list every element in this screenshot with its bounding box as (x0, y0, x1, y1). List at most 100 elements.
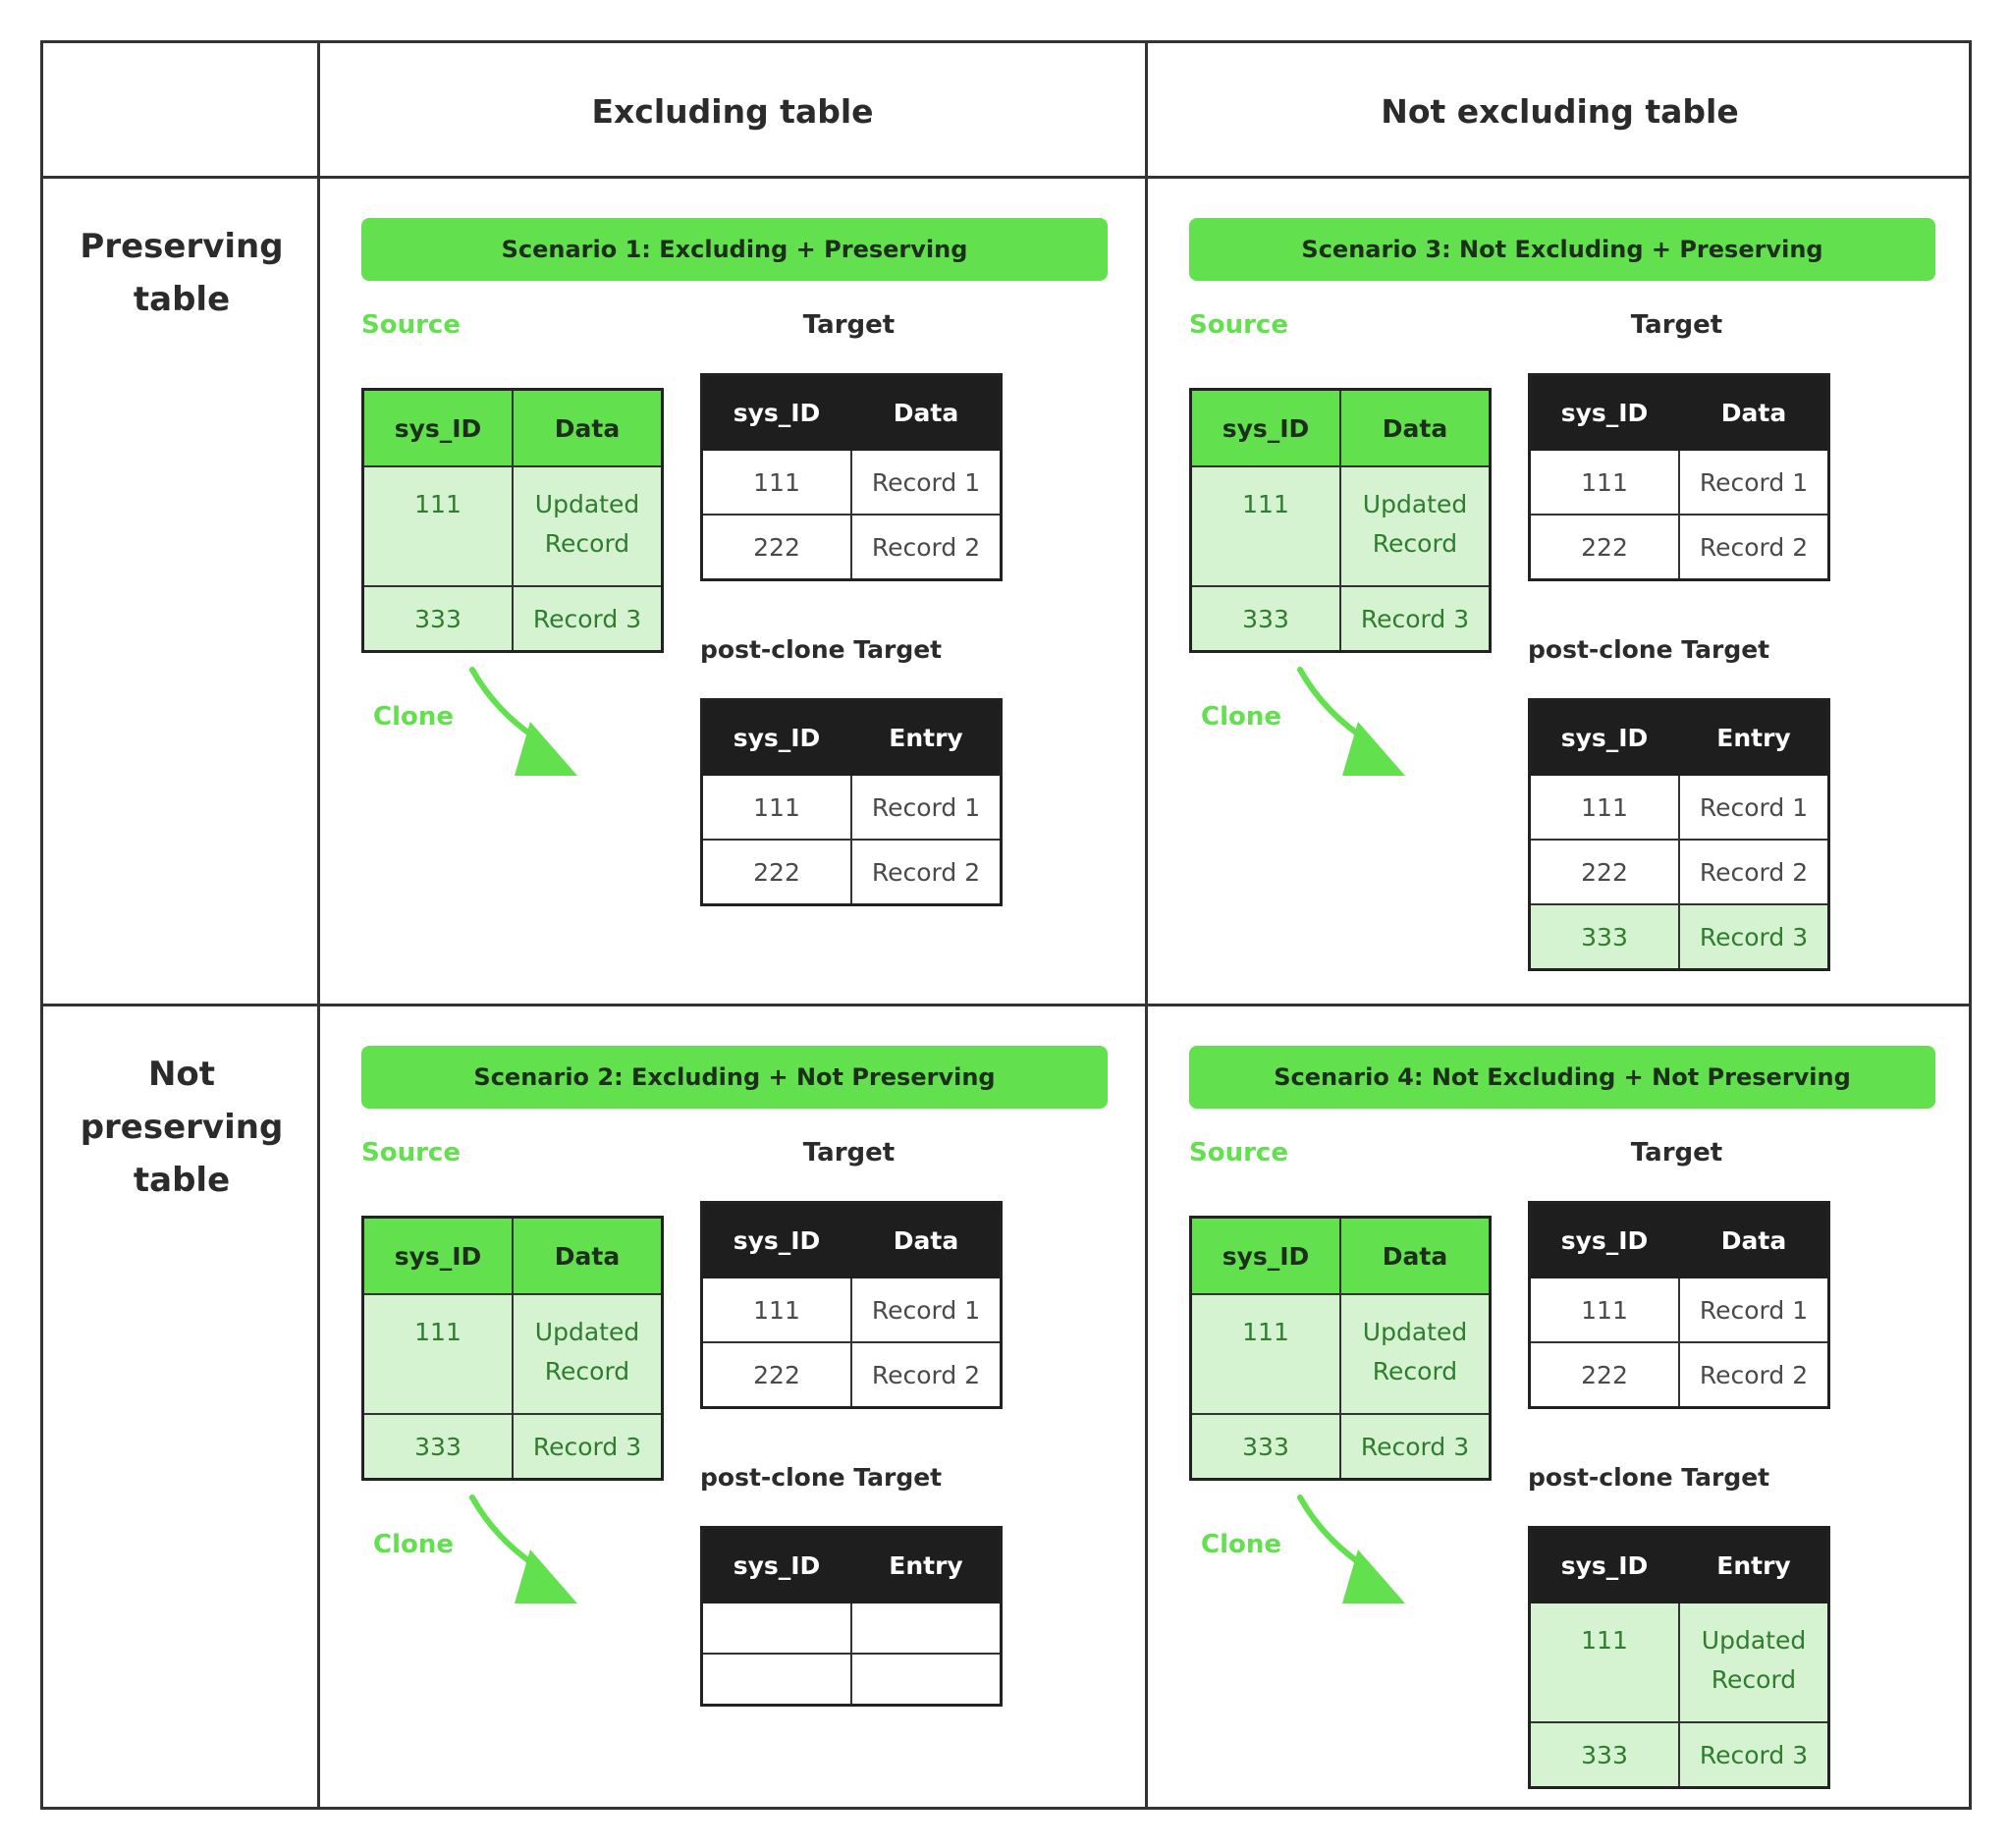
row-header-line: Preserving (80, 227, 284, 266)
table-cell: Record 2 (850, 514, 1003, 581)
table-header-row: sys_ID Entry (1528, 698, 1830, 776)
column-header: Entry (1678, 1526, 1830, 1603)
table-row: 111 Record 1 (1528, 1277, 1830, 1343)
table-cell: Record 1 (1678, 774, 1830, 841)
table-header-row: sys_ID Data (700, 1201, 1003, 1278)
column-header: sys_ID (361, 1216, 514, 1295)
table-header-row: sys_ID Data (361, 1216, 664, 1295)
table-row: 111 Record 1 (700, 449, 1003, 516)
table-header-row: sys_ID Data (1528, 373, 1830, 451)
column-header: Data (1339, 1216, 1492, 1295)
scenario-title: Scenario 3: Not Excluding + Preserving (1189, 218, 1935, 281)
target-label: Target (802, 1138, 896, 1168)
table-cell: Record 1 (850, 449, 1003, 516)
table-header-row: sys_ID Entry (700, 1526, 1003, 1603)
column-header: Data (1678, 1201, 1830, 1278)
target-table: sys_ID Data 111 Record 1 222 Record 2 (1528, 373, 1830, 581)
table-cell: 111 (1528, 1602, 1680, 1723)
column-header: sys_ID (1189, 388, 1341, 467)
table-header-row: sys_ID Data (1189, 388, 1492, 467)
table-cell: 333 (1528, 1721, 1680, 1789)
post-clone-target-label: post-clone Target (1528, 635, 1770, 664)
column-header: sys_ID (361, 388, 514, 467)
table-cell: 111 (1189, 1293, 1341, 1415)
table-row: 111 Updated Record (1189, 1293, 1492, 1415)
table-cell: Record 3 (1678, 903, 1830, 971)
source-label: Source (361, 1138, 461, 1168)
column-header: sys_ID (1528, 698, 1680, 776)
grid-divider (1145, 43, 1148, 1807)
table-cell: 333 (361, 585, 514, 653)
table-row: 222 Record 2 (700, 514, 1003, 581)
table-cell: 111 (700, 449, 852, 516)
table-row: 333 Record 3 (1189, 585, 1492, 653)
table-cell: 333 (1528, 903, 1680, 971)
clone-arrow-icon (1297, 1495, 1405, 1603)
table-header-row: sys_ID Entry (1528, 1526, 1830, 1603)
column-header: Data (512, 388, 664, 467)
table-cell: 111 (1528, 449, 1680, 516)
table-cell: Updated Record (512, 1293, 664, 1415)
table-cell (700, 1602, 852, 1655)
row-header-preserving: Preserving table (43, 220, 320, 326)
table-cell: Record 1 (1678, 449, 1830, 516)
table-row: 333 Record 3 (1189, 1413, 1492, 1481)
table-row: 333 Record 3 (361, 585, 664, 653)
column-header: Data (850, 1201, 1003, 1278)
table-header-row: sys_ID Data (1528, 1201, 1830, 1278)
table-row: 111 Updated Record (361, 465, 664, 587)
clone-label: Clone (1201, 1530, 1281, 1559)
source-table: sys_ID Data 111 Updated Record 333 Recor… (361, 388, 664, 653)
table-row: 111 Record 1 (1528, 449, 1830, 516)
target-table: sys_ID Data 111 Record 1 222 Record 2 (700, 373, 1003, 581)
column-header: Data (1678, 373, 1830, 451)
scenario-matrix: Excluding table Not excluding table Pres… (40, 40, 1972, 1810)
column-header: sys_ID (700, 698, 852, 776)
table-row: 111 Updated Record (1189, 465, 1492, 587)
table-cell (700, 1653, 852, 1707)
table-row: 111 Record 1 (700, 1277, 1003, 1343)
source-label: Source (1189, 1138, 1288, 1168)
table-cell: 111 (361, 465, 514, 587)
table-row (700, 1653, 1003, 1707)
table-cell: 111 (700, 1277, 852, 1343)
table-cell (850, 1653, 1003, 1707)
target-table: sys_ID Data 111 Record 1 222 Record 2 (700, 1201, 1003, 1409)
table-cell: Record 1 (850, 1277, 1003, 1343)
target-table: sys_ID Data 111 Record 1 222 Record 2 (1528, 1201, 1830, 1409)
column-header: Entry (1678, 698, 1830, 776)
table-header-row: sys_ID Entry (700, 698, 1003, 776)
table-cell: Updated Record (512, 465, 664, 587)
clone-label: Clone (373, 1530, 454, 1559)
table-cell: Record 2 (850, 839, 1003, 906)
scenario-panel-1: Scenario 1: Excluding + Preserving Sourc… (320, 179, 1148, 1004)
table-cell: 222 (1528, 514, 1680, 581)
table-cell: 222 (1528, 1341, 1680, 1409)
source-table: sys_ID Data 111 Updated Record 333 Recor… (1189, 1216, 1492, 1481)
table-cell: 222 (700, 1341, 852, 1409)
table-cell: Record 2 (1678, 1341, 1830, 1409)
table-cell: 111 (1528, 774, 1680, 841)
table-cell: Record 2 (1678, 514, 1830, 581)
table-cell: Record 3 (512, 585, 664, 653)
column-header: Entry (850, 1526, 1003, 1603)
table-header-row: sys_ID Data (1189, 1216, 1492, 1295)
table-cell: 111 (361, 1293, 514, 1415)
post-clone-target-label: post-clone Target (700, 1463, 943, 1492)
source-label: Source (361, 310, 461, 340)
scenario-title: Scenario 2: Excluding + Not Preserving (361, 1046, 1108, 1109)
table-row: 222 Record 2 (700, 1341, 1003, 1409)
table-row: 111 Updated Record (361, 1293, 664, 1415)
table-cell (850, 1602, 1003, 1655)
clone-arrow-icon (469, 1495, 577, 1603)
table-row: 333 Record 3 (361, 1413, 664, 1481)
table-cell: Record 3 (1678, 1721, 1830, 1789)
table-cell: Record 3 (1339, 585, 1492, 653)
